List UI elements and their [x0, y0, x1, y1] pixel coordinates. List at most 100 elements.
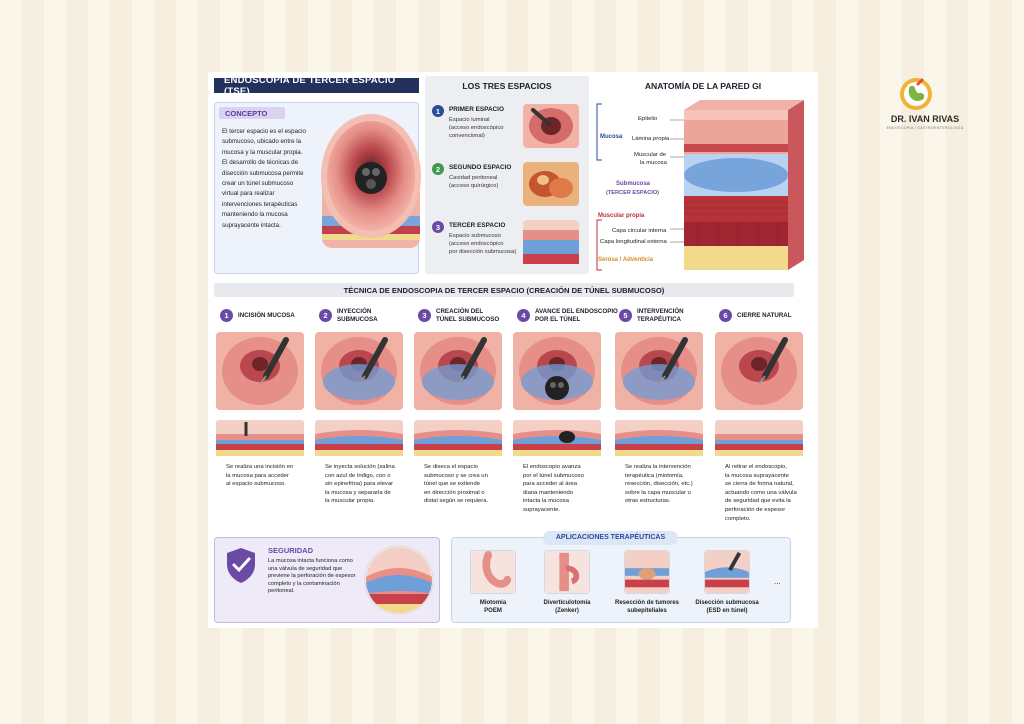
application-title: POEM [484, 608, 502, 614]
step-number: 6 [719, 309, 732, 322]
space-title: TERCER ESPACIO [449, 222, 506, 229]
application-illustration [470, 550, 516, 594]
step-number: 4 [517, 309, 530, 322]
technique-header-bar [214, 283, 794, 297]
spaces-header: LOS TRES ESPACIOS [462, 81, 552, 91]
step-number: 5 [619, 309, 632, 322]
shield-check-icon [227, 548, 255, 583]
step-title: POR EL TÚNEL [535, 316, 581, 323]
step-endoscopic-view [615, 332, 703, 410]
label-muscular-propia: Muscular propia [598, 213, 645, 219]
safety-line: peritoneal. [268, 588, 295, 595]
safety-line: una válvula de seguridad que [268, 565, 343, 572]
infographic-sheet: ENDOSCOPIA DE TERCER ESPACIO (TSE) CONCE… [208, 72, 818, 628]
space-illustration [523, 162, 579, 206]
step-text-line: sin epinefrina) para elevar [325, 481, 394, 488]
label-muscularis-1: Muscular de [634, 152, 667, 158]
step-text-line: otras estructuras. [625, 498, 671, 505]
concept-line: El tercer espacio es el espacio [222, 128, 306, 135]
application-illustration [544, 550, 590, 594]
step-title: SUBMUCOSA [337, 316, 378, 323]
esophagus-tube-illustration [321, 114, 421, 248]
space-line: por disección submucosa) [449, 249, 517, 255]
concept-line: disección submucosa permite [222, 169, 304, 177]
step-text-line: Se inyecta solución (salina [325, 464, 395, 470]
application-title: Resección de tumores [614, 600, 680, 606]
label-submucosa-1: Submucosa [616, 181, 651, 187]
step-endoscopic-view [513, 332, 601, 410]
label-mucosa: Mucosa [600, 134, 623, 140]
concept-line: virtual para realizar [222, 190, 275, 198]
step-endoscopic-view [315, 332, 403, 410]
application-title: Miotomía [479, 600, 507, 606]
concept-text: El tercer espacio es el espacio submucoso… [222, 127, 317, 231]
label-muscularis-2: la mucosa [640, 160, 667, 166]
step-text-line: diana manteniendo [523, 489, 574, 496]
label-epitelio: Epitelio [638, 116, 658, 122]
step-text-line: resección, disección, etc.) [625, 481, 693, 488]
step-text-line: Se realiza una incisión en [226, 464, 294, 470]
application-title: Disección submucosa [695, 600, 759, 606]
step-endoscopic-view [216, 332, 304, 410]
concept-line: mucosa y la muscular propia. [222, 148, 303, 156]
step-cross-section [414, 420, 502, 456]
safety-title: SEGURIDAD [268, 546, 314, 555]
step-title: CIERRE NATURAL [737, 312, 792, 319]
step-title: TERAPÉUTICA [637, 316, 682, 323]
step-text-line: por el túnel submucoso [523, 472, 584, 479]
safety-mucosa-illustration [364, 545, 434, 615]
space-line: (acceso endoscópico [449, 125, 504, 131]
step-cross-section [216, 420, 304, 456]
step-text-line: Se diseca el espacio [424, 464, 479, 470]
application-illustration [624, 550, 670, 594]
applications-header: APLICACIONES TERAPÉUTICAS [555, 534, 666, 541]
applications-more: ... [774, 577, 781, 586]
concept-line: submucoso, ubicado entre la [222, 138, 302, 146]
step-text-line: El endoscopio avanza [523, 464, 581, 470]
step-text-line: túnel que se extiende [424, 481, 481, 488]
gi-wall-block-illustration [684, 100, 804, 270]
step-endoscopic-view [715, 332, 803, 410]
safety-line: La mucosa intacta funciona como [268, 558, 353, 564]
step-text-line: actuando como una válvula [725, 489, 797, 496]
step-text-line: completo. [725, 515, 751, 522]
space-line: Espacio luminal [449, 117, 490, 123]
label-circular: Capa circular interna [612, 228, 667, 234]
step-text-line: la mucosa suprayacente [725, 472, 789, 479]
brand-logo: DR. IVAN RIVAS ENDOSCOPIA | GASTROENTERO… [880, 76, 970, 132]
concept-tag: CONCEPTO [219, 107, 285, 119]
step-text-line: se cierra de forma natural, [725, 481, 794, 488]
step-text-line: Al retirar el endoscopio, [725, 464, 787, 470]
brand-name: DR. IVAN RIVAS [890, 114, 960, 124]
concept-line: manteniendo la mucosa [222, 211, 288, 219]
anatomy-pointer-lines [670, 119, 684, 243]
safety-line: completo y la contaminación [268, 580, 340, 587]
label-longitudinal: Capa longitudinal externa [600, 239, 667, 245]
concept-line: El desarrollo de técnicas de [222, 159, 299, 167]
space-line: Espacio submucoso [449, 233, 501, 239]
concept-line: crear un túnel submucoso [222, 180, 294, 188]
technique-header: TÉCNICA DE ENDOSCOPIA DE TERCER ESPACIO … [343, 286, 665, 295]
space-title: PRIMER ESPACIO [449, 106, 504, 113]
gi-wall-bracket [596, 103, 602, 271]
stomach-logo-icon [900, 78, 932, 110]
step-title: INYECCIÓN [337, 308, 372, 315]
application-title: Diverticulotomía [543, 600, 591, 606]
label-serosa: Serosa / Adventicia [598, 257, 654, 263]
application-title: (Zenker) [555, 608, 579, 614]
step-endoscopic-view [414, 332, 502, 410]
step-text-line: intacta la mucosa [523, 498, 569, 505]
step-cross-section [315, 420, 403, 456]
step-text-line: con azul de índigo, con o [325, 472, 391, 479]
step-text-line: terapéutica (miotomía, [625, 472, 684, 479]
step-text-line: submucoso y se crea un [424, 472, 488, 479]
space-number: 2 [432, 163, 444, 175]
step-text-line: sobre la capa muscular u [625, 489, 691, 496]
applications-header-bar [543, 531, 678, 545]
step-title: INCISIÓN MUCOSA [238, 312, 295, 319]
space-title: SEGUNDO ESPACIO [449, 164, 512, 171]
step-cross-section [615, 420, 703, 456]
step-cross-section [715, 420, 803, 456]
concept-line: suprayacente intacta. [222, 221, 281, 229]
